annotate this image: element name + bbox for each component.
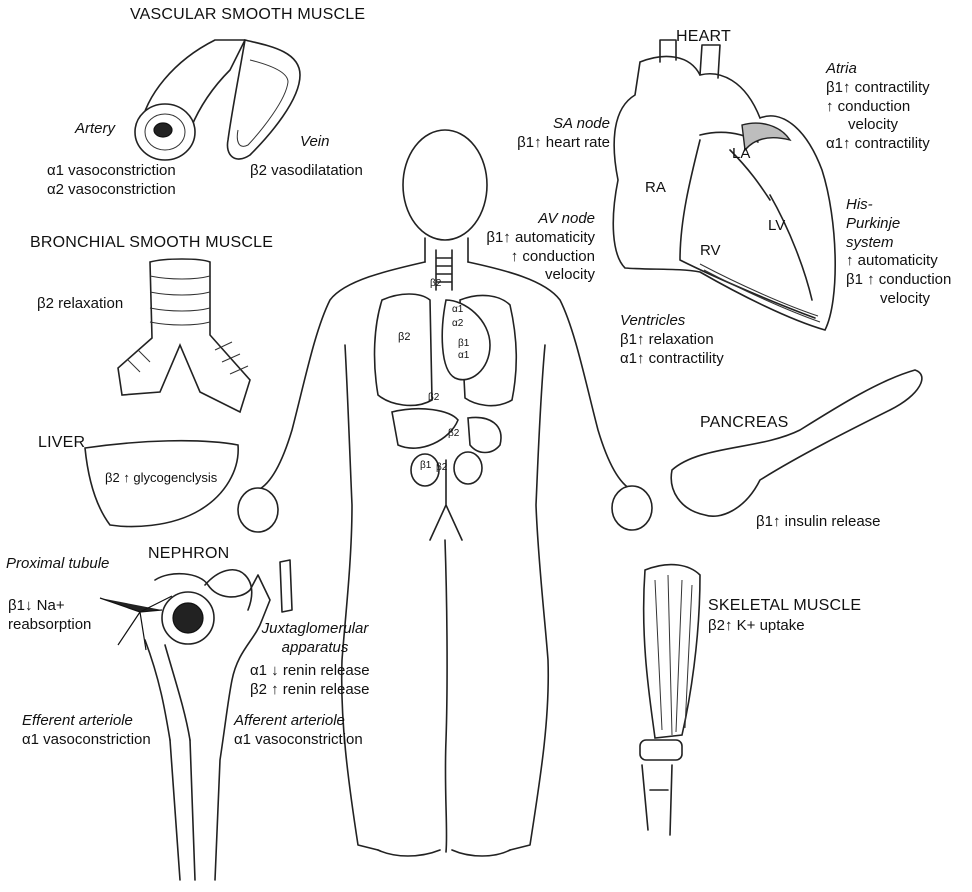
efferent-effect: α1 vasoconstriction: [22, 731, 151, 750]
av-node-effect-2: ↑ conduction: [460, 248, 595, 267]
atria-label: Atria: [826, 60, 930, 79]
afferent-label: Afferent arteriole: [234, 712, 363, 731]
afferent-effect: α1 vasoconstriction: [234, 731, 363, 750]
atria: Atria β1↑ contractility ↑ conduction vel…: [826, 60, 930, 154]
chamber-ra: RA: [645, 179, 666, 196]
bronchial-title: BRONCHIAL SMOOTH MUSCLE: [30, 234, 273, 252]
sa-node-label: SA node: [480, 115, 610, 134]
his-purkinje-effect-1: ↑ automaticity: [846, 252, 951, 271]
pancreas-drawing: [671, 370, 922, 516]
vein-drawing: [227, 40, 300, 159]
body-label-lung: β2: [398, 331, 410, 343]
body-label-heart-a1-low: α1: [458, 350, 470, 361]
vein-label: Vein: [300, 133, 329, 152]
av-node-effect-3: velocity: [460, 266, 595, 285]
artery-label: Artery: [75, 120, 115, 139]
juxtaglomerular-label-2: apparatus: [250, 639, 380, 658]
sa-node: SA node β1↑ heart rate: [480, 115, 610, 153]
av-node-effect-1: β1↑ automaticity: [460, 229, 595, 248]
ventricles-effect-1: β1↑ relaxation: [620, 331, 724, 350]
ventricles-label: Ventricles: [620, 312, 724, 331]
atria-effect-1: β1↑ contractility: [826, 79, 930, 98]
heart-title: HEART: [676, 28, 731, 46]
pancreas-effect: β1↑ insulin release: [756, 513, 881, 532]
body-label-heart-a2: α2: [452, 318, 464, 329]
proximal-effect-1: β1↓ Na+: [8, 597, 91, 616]
body-label-kidney-b1: β1: [420, 460, 432, 471]
afferent-arteriole: Afferent arteriole α1 vasoconstriction: [234, 712, 363, 750]
atria-effect-2: ↑ conduction: [826, 98, 930, 117]
proximal-effect-2: reabsorption: [8, 616, 91, 635]
juxtaglomerular-effects: α1 ↓ renin release β2 ↑ renin release: [250, 662, 370, 700]
body-stomach: [468, 417, 501, 452]
proximal-tubule-label: Proximal tubule: [6, 555, 109, 574]
his-purkinje: His- Purkinje system ↑ automaticity β1 ↑…: [846, 196, 951, 309]
his-purkinje-label-3: system: [846, 234, 951, 253]
his-purkinje-effect-2: β1 ↑ conduction: [846, 271, 951, 290]
his-purkinje-label-2: Purkinje: [846, 215, 951, 234]
atria-effect-3: velocity: [826, 116, 930, 135]
nephron-title: NEPHRON: [148, 545, 229, 563]
his-purkinje-label-1: His-: [846, 196, 951, 215]
body-label-heart-a1: α1: [452, 304, 464, 315]
body-label-heart-b1: β1: [458, 338, 470, 349]
ventricles-effect-2: α1↑ contractility: [620, 350, 724, 369]
skeletal-title: SKELETAL MUSCLE: [708, 597, 861, 615]
vascular-title: VASCULAR SMOOTH MUSCLE: [130, 6, 365, 24]
skeletal-effect: β2↑ K+ uptake: [708, 617, 805, 636]
artery-effect-1: α1 vasoconstriction: [47, 162, 176, 181]
atria-effect-4: α1↑ contractility: [826, 135, 930, 154]
juxtaglomerular-label: Juxtaglomerular apparatus: [250, 620, 380, 658]
proximal-tubule-effects: β1↓ Na+ reabsorption: [8, 597, 91, 635]
chamber-la: LA: [732, 145, 750, 162]
av-node: AV node β1↑ automaticity ↑ conduction ve…: [460, 210, 595, 285]
juxtaglomerular-effect-2: β2 ↑ renin release: [250, 681, 370, 700]
liver-effect: β2 ↑ glycogenclysis: [105, 470, 217, 486]
bronchi-drawing: [118, 259, 250, 412]
his-purkinje-effect-3: velocity: [846, 290, 951, 309]
skeletal-muscle-drawing: [640, 565, 700, 835]
juxtaglomerular-label-1: Juxtaglomerular: [250, 620, 380, 639]
chamber-lv: LV: [768, 217, 785, 234]
artery-effects: α1 vasoconstriction α2 vasoconstriction: [47, 162, 176, 200]
body-label-stomach: β2: [448, 428, 460, 439]
body-label-trachea: β2: [430, 278, 442, 289]
chamber-rv: RV: [700, 242, 721, 259]
efferent-arteriole: Efferent arteriole α1 vasoconstriction: [22, 712, 151, 750]
liver-title: LIVER: [38, 434, 85, 452]
artery-effect-2: α2 vasoconstriction: [47, 181, 176, 200]
sa-node-effect: β1↑ heart rate: [480, 134, 610, 153]
body-label-liver: β2: [428, 392, 440, 403]
ventricles: Ventricles β1↑ relaxation α1↑ contractil…: [620, 312, 724, 368]
vein-effect: β2 vasodilatation: [250, 162, 363, 181]
body-label-kidney-b2: β2: [436, 462, 448, 473]
av-node-label: AV node: [460, 210, 595, 229]
juxtaglomerular-effect-1: α1 ↓ renin release: [250, 662, 370, 681]
left-kidney: [454, 452, 482, 484]
bronchial-effect: β2 relaxation: [37, 295, 123, 314]
pancreas-title: PANCREAS: [700, 414, 788, 432]
efferent-label: Efferent arteriole: [22, 712, 151, 731]
right-lung: [375, 294, 432, 405]
